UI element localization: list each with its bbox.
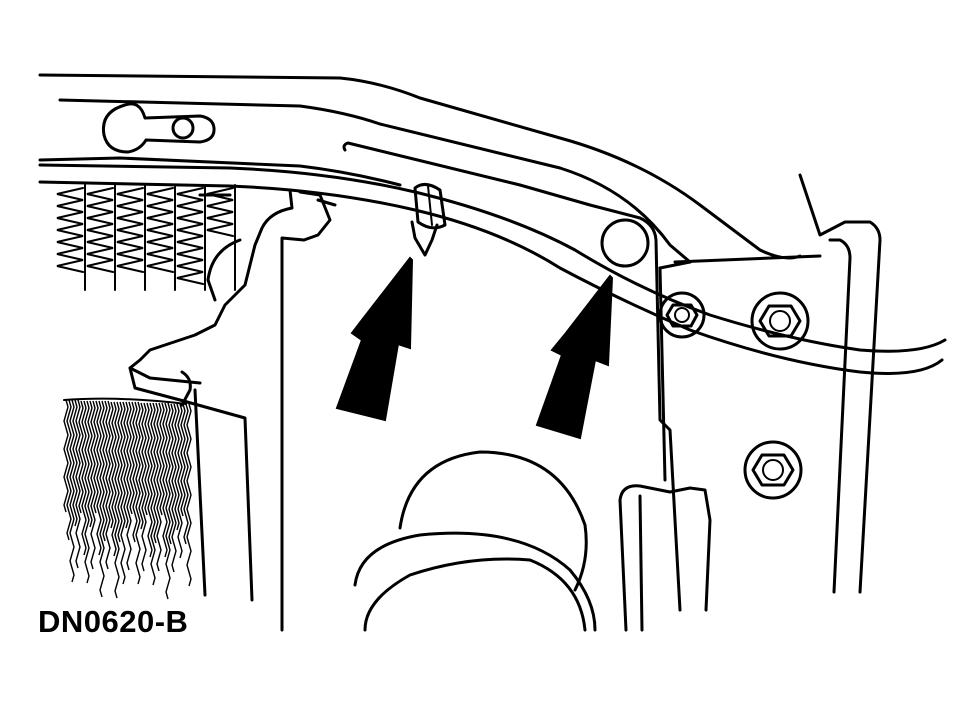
housing-outline [38,73,882,612]
arrow-pointer-hole [535,274,614,440]
figure-code-label: DN0620-B [38,604,189,639]
bolt-lower [743,440,803,500]
slotted-bracket [618,484,712,632]
arrow-pointer-clip [335,256,414,422]
cooling-fins-hatched [63,397,192,600]
cooling-fins-zigzag [56,184,236,291]
left-fin-panel [128,188,337,632]
keyhole-bracket [101,102,216,154]
mounting-hole [600,218,650,268]
round-filter-component [353,450,597,632]
cable-retainer-clip [410,183,447,257]
bolt-upper-left [658,291,706,339]
bolt-upper-right [750,291,810,351]
